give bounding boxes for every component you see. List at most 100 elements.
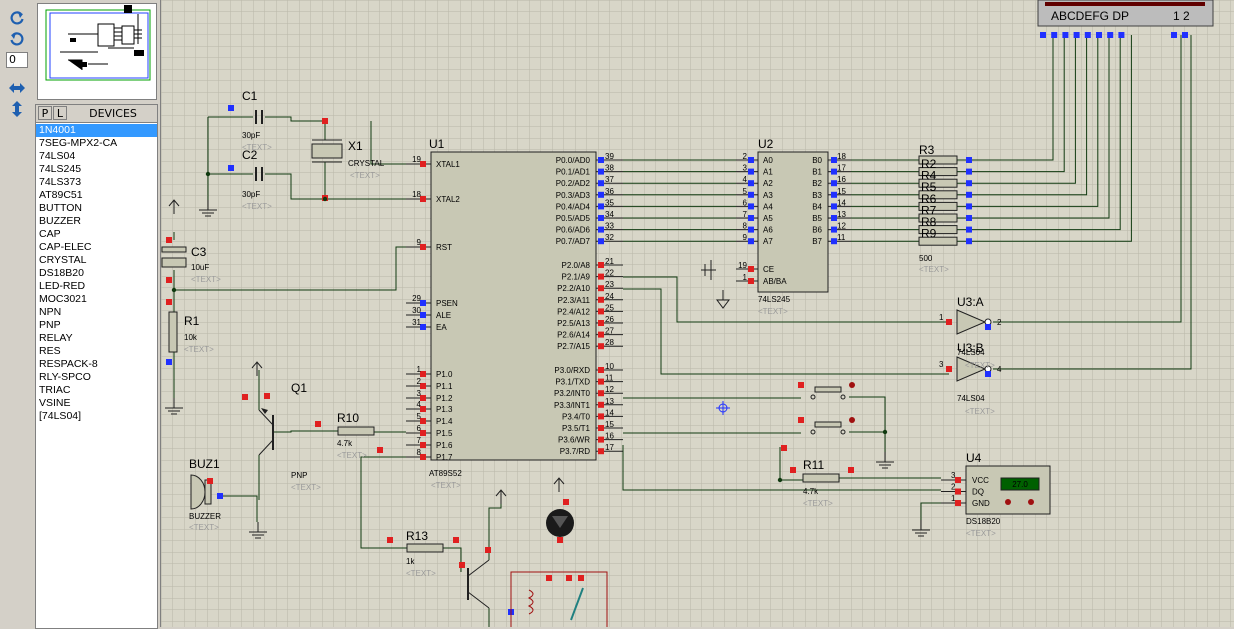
device-list-item[interactable]: DS18B20 bbox=[39, 267, 84, 279]
pin-number: 1 bbox=[951, 494, 956, 503]
pin-marker-red bbox=[946, 319, 952, 325]
device-list-item[interactable]: BUTTON bbox=[39, 202, 82, 214]
device-list-item[interactable]: CAP bbox=[39, 228, 61, 240]
pin-marker-red bbox=[598, 262, 604, 268]
pin-number: 7 bbox=[743, 210, 748, 219]
q1-arrow bbox=[261, 408, 268, 414]
junction-dot bbox=[882, 429, 888, 435]
pin-marker-blue bbox=[966, 168, 972, 175]
device-list-item[interactable]: TRIAC bbox=[39, 384, 71, 396]
pin-name: P2.0/A8 bbox=[562, 261, 591, 270]
display-digit-labels: 1 2 bbox=[1173, 9, 1190, 23]
pin-marker-red bbox=[955, 500, 961, 506]
pin-number: 19 bbox=[412, 155, 421, 164]
pin-number: 6 bbox=[743, 198, 748, 207]
device-list-item[interactable]: 74LS245 bbox=[39, 163, 82, 175]
pin-number: 11 bbox=[837, 233, 846, 242]
device-list-item[interactable]: 74LS373 bbox=[39, 176, 82, 188]
buz1-value: BUZZER bbox=[189, 512, 221, 521]
pin-marker-red bbox=[598, 308, 604, 315]
pick-device-tab[interactable]: P bbox=[38, 106, 52, 120]
pin-name: P0.5/AD5 bbox=[556, 214, 591, 223]
device-list-item[interactable]: RLY-SPCO bbox=[39, 371, 91, 383]
device-list-item[interactable]: 74LS04 bbox=[39, 150, 76, 162]
pin-name: P2.6/A14 bbox=[557, 331, 590, 340]
ground-symbol bbox=[249, 522, 267, 539]
device-list-item[interactable]: LED-RED bbox=[39, 280, 86, 292]
pin-marker-red bbox=[459, 562, 465, 568]
relay-body bbox=[510, 571, 608, 627]
device-list-item[interactable]: VSINE bbox=[39, 397, 71, 409]
redo-icon[interactable] bbox=[6, 8, 28, 28]
pin-marker-red bbox=[748, 278, 754, 284]
pin-marker-blue bbox=[598, 215, 604, 221]
mirror-vertical-icon[interactable] bbox=[6, 99, 28, 119]
u2-ref: U2 bbox=[758, 137, 774, 151]
pin-marker-blue bbox=[985, 324, 991, 330]
device-list-item[interactable]: RESPACK-8 bbox=[39, 358, 98, 370]
schematic-overview[interactable] bbox=[37, 3, 157, 100]
device-list-item[interactable]: CRYSTAL bbox=[39, 254, 87, 266]
pin-name: P0.3/AD3 bbox=[556, 191, 591, 200]
wire bbox=[623, 396, 886, 452]
wire bbox=[173, 232, 406, 398]
pin-name: A5 bbox=[763, 214, 773, 223]
pin-number: 17 bbox=[605, 443, 614, 452]
pin-name: P0.7/AD7 bbox=[556, 237, 591, 246]
device-list-item[interactable]: BUZZER bbox=[39, 215, 81, 227]
pin-number: 3 bbox=[743, 164, 748, 173]
relay-contact bbox=[570, 587, 584, 621]
ground-symbol bbox=[876, 452, 894, 469]
pin-marker-blue bbox=[598, 226, 604, 233]
device-list-item[interactable]: AT89C51 bbox=[39, 189, 83, 201]
wire bbox=[623, 35, 1065, 173]
pin-marker-red bbox=[748, 266, 754, 272]
undo-icon[interactable] bbox=[6, 29, 28, 49]
pin-name: RST bbox=[436, 243, 452, 252]
device-list-item[interactable]: NPN bbox=[39, 306, 62, 318]
pin-name: P3.6/WR bbox=[558, 436, 590, 445]
device-list-item[interactable]: CAP-ELEC bbox=[39, 241, 92, 253]
pin-name: PSEN bbox=[436, 299, 458, 308]
display-segment-labels: ABCDEFG DP bbox=[1051, 9, 1129, 23]
pin-marker-red bbox=[420, 418, 426, 424]
device-list-item[interactable]: 7SEG-MPX2-CA bbox=[39, 137, 118, 149]
inverter-text: <TEXT> bbox=[965, 361, 995, 370]
pin-marker-red bbox=[598, 331, 604, 338]
pin-name: P3.5/T1 bbox=[562, 424, 591, 433]
library-tab[interactable]: L bbox=[53, 106, 67, 120]
r11-value: 4.7k bbox=[803, 487, 819, 496]
pin-marker-red bbox=[420, 244, 426, 250]
resistor-body bbox=[918, 225, 958, 235]
wire bbox=[623, 35, 1076, 184]
resistor-body bbox=[918, 201, 958, 211]
c2-ref: C2 bbox=[242, 148, 258, 162]
c1-value: 30pF bbox=[242, 131, 260, 140]
inverter-gate bbox=[956, 356, 987, 382]
pin-name: ALE bbox=[436, 311, 451, 320]
device-list-item[interactable]: MOC3021 bbox=[39, 293, 87, 305]
wire bbox=[258, 370, 462, 572]
pin-marker-red bbox=[598, 367, 604, 373]
pin-number: 5 bbox=[743, 187, 748, 196]
pin-marker-blue bbox=[598, 238, 604, 245]
rotation-field[interactable]: 0 bbox=[6, 52, 28, 68]
led-symbol bbox=[552, 516, 568, 528]
mirror-horizontal-icon[interactable] bbox=[6, 78, 28, 98]
pin-number: 29 bbox=[412, 294, 421, 303]
pin-name: P3.7/RD bbox=[560, 447, 590, 456]
device-list-item[interactable]: PNP bbox=[39, 319, 61, 331]
device-list-item[interactable]: RES bbox=[39, 345, 61, 357]
device-list-item[interactable]: 1N4001 bbox=[36, 124, 157, 137]
pin-name: P0.2/AD2 bbox=[556, 179, 591, 188]
device-list-item[interactable]: [74LS04] bbox=[39, 410, 82, 422]
resistor-pack-text: <TEXT> bbox=[919, 265, 949, 274]
pin-number: 8 bbox=[417, 448, 422, 457]
pin-marker-red bbox=[781, 445, 787, 451]
cursor-crosshair bbox=[716, 401, 730, 415]
pin-marker-blue bbox=[748, 215, 754, 221]
pin-marker-red bbox=[578, 575, 584, 581]
device-list-item[interactable]: RELAY bbox=[39, 332, 73, 344]
